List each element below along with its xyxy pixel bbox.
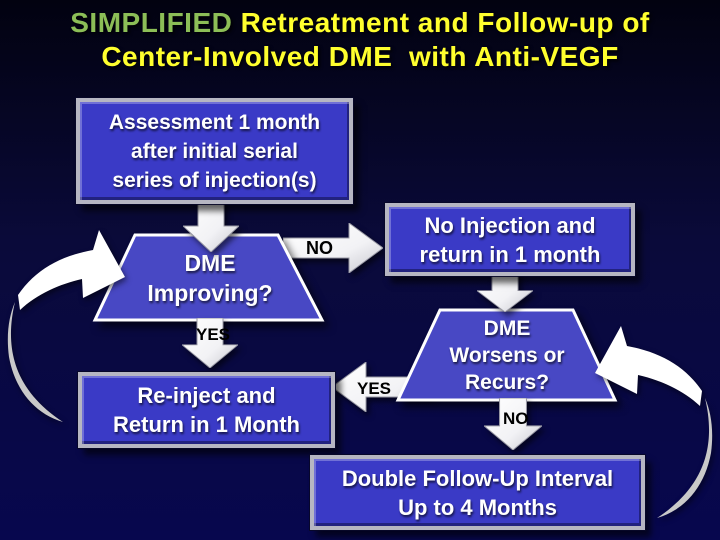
arrow-assessment-to-improving: [181, 195, 241, 257]
down-arrow-icon: [180, 317, 240, 369]
arrow-yes-to-reinject: [180, 317, 240, 373]
trapezoid-shape: [395, 308, 618, 402]
left-loop-gray-band: [7, 302, 63, 422]
assessment-line-1: Assessment 1 month: [108, 110, 321, 134]
arrow-no-to-double: [482, 397, 544, 455]
left-loop-arrow-icon: [5, 222, 140, 427]
label-yes-worsens: YES: [357, 379, 392, 398]
no-injection-line-1: No Injection and: [424, 212, 596, 238]
label-no-worsens: NO: [503, 409, 529, 428]
right-loop-white-arrow: [595, 326, 702, 406]
title-line2: Center-Involved DME with Anti-VEGF: [101, 40, 619, 72]
dme-worsens-text: DME Worsens or Recurs?: [394, 306, 620, 404]
dme-worsens-line-1: DME: [483, 316, 531, 340]
label-no-improving: NO: [306, 238, 333, 258]
assessment-line-3: series of injection(s): [112, 168, 317, 192]
double-followup-line-2: Up to 4 Months: [398, 494, 557, 520]
title-line1: SIMPLIFIED Retreatment and Follow-up of: [0, 6, 720, 40]
right-loop-arrow-icon: [580, 318, 715, 523]
down-arrow-icon: [482, 397, 544, 451]
label-yes-improving: YES: [196, 325, 231, 344]
dme-worsens-line-2: Worsens or: [449, 343, 565, 367]
arrow-no-to-noinjection: [282, 222, 384, 278]
right-loop-arrow-svg: [595, 326, 713, 518]
reinject-box: Re-inject and Return in 1 Month: [78, 372, 335, 448]
right-arrow-icon: [282, 222, 384, 274]
double-followup-box: Double Follow-Up Interval Up to 4 Months: [310, 455, 645, 530]
dme-improving-line-1: DME: [184, 249, 236, 276]
down-arrow-icon: [181, 195, 241, 253]
assessment-box: Assessment 1 month after initial serial …: [76, 98, 353, 204]
title-line1-rest: Retreatment and Follow-up of: [232, 7, 650, 38]
reinject-line-2: Return in 1 Month: [113, 412, 300, 437]
no-injection-box: No Injection and return in 1 month: [385, 203, 635, 276]
left-loop-arrow-svg: [7, 230, 125, 422]
slide-title: SIMPLIFIED Retreatment and Follow-up of …: [0, 6, 720, 73]
trapezoid-shape: [92, 233, 325, 322]
reinject-line-1: Re-inject and: [137, 383, 276, 408]
no-injection-line-2: return in 1 month: [419, 241, 601, 267]
dme-worsens-line-3: Recurs?: [464, 370, 550, 394]
right-loop-gray-band: [657, 398, 713, 518]
dme-improving-decision: DME Improving?: [90, 231, 330, 324]
dme-improving-text: DME Improving?: [90, 231, 330, 324]
left-loop-white-arrow: [18, 230, 125, 310]
double-followup-line-1: Double Follow-Up Interval: [341, 465, 614, 491]
title-highlight: SIMPLIFIED: [70, 7, 233, 38]
assessment-line-2: after initial serial: [131, 139, 298, 163]
dme-worsens-decision: DME Worsens or Recurs?: [394, 306, 620, 404]
dme-improving-line-2: Improving?: [147, 279, 273, 306]
